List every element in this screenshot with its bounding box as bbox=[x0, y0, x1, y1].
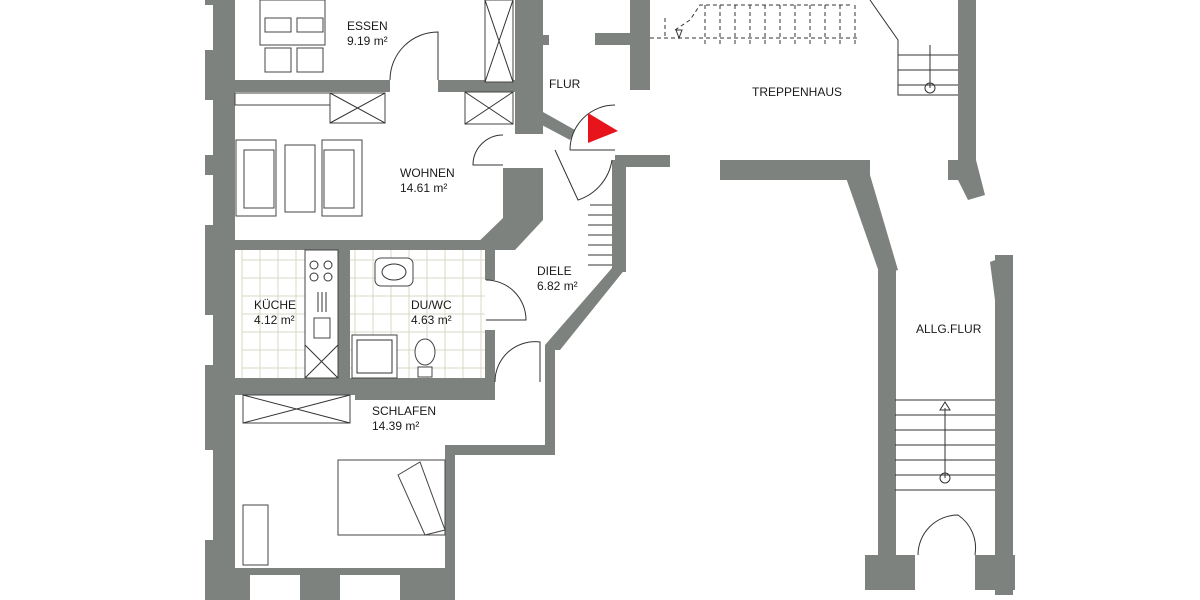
label-allgflur: ALLG.FLUR bbox=[916, 322, 982, 336]
wall-diele-bottom bbox=[450, 445, 555, 455]
label-duwc: DU/WC bbox=[411, 298, 452, 312]
label-flur: FLUR bbox=[549, 77, 581, 91]
doors bbox=[389, 31, 977, 556]
label-diele: DIELE bbox=[537, 264, 572, 278]
sofa-right bbox=[321, 139, 363, 217]
area-kueche: 4.12 m² bbox=[254, 313, 295, 327]
kitchen-counter bbox=[304, 249, 339, 379]
shower bbox=[351, 334, 398, 379]
window-left-3 bbox=[205, 175, 213, 225]
label-schlafen: SCHLAFEN bbox=[372, 404, 436, 418]
wall-treppenhaus-bottom bbox=[720, 160, 870, 180]
wall-flur-diagonal bbox=[540, 112, 575, 140]
wall-allgflur-right bbox=[995, 255, 1013, 595]
area-wohnen: 14.61 m² bbox=[400, 181, 447, 195]
wall-flur-top bbox=[595, 33, 645, 45]
area-diele: 6.82 m² bbox=[537, 279, 578, 293]
window-bottom-2 bbox=[340, 575, 400, 600]
shelf-wohnen bbox=[234, 92, 331, 106]
exterior-wall-bottom bbox=[205, 568, 455, 600]
wall-allgflur-left bbox=[878, 270, 896, 570]
label-treppenhaus: TREPPENHAUS bbox=[752, 85, 842, 99]
window-left-1 bbox=[205, 5, 213, 50]
label-kueche: KÜCHE bbox=[254, 298, 296, 312]
entrance-marker-icon bbox=[588, 113, 618, 143]
sofa-left bbox=[235, 139, 277, 217]
dining-table bbox=[259, 0, 326, 73]
stairs-diele bbox=[588, 204, 612, 266]
wall-wohnen-bottom bbox=[235, 240, 500, 250]
stairs-allgflur bbox=[895, 399, 995, 491]
wall-diele-diagonal bbox=[545, 268, 626, 350]
wall-wohnen-diagonal bbox=[470, 168, 543, 250]
wall-essen-right bbox=[515, 0, 543, 92]
wall-bath-right-lower bbox=[485, 330, 495, 390]
wall-diele-right bbox=[612, 160, 626, 272]
window-left-4 bbox=[205, 315, 213, 365]
washbasin bbox=[374, 257, 414, 287]
wall-bath-right-upper bbox=[485, 250, 495, 280]
wardrobe-essen bbox=[484, 0, 514, 83]
room-labels: ESSEN 9.19 m² FLUR TREPPENHAUS WOHNEN 14… bbox=[254, 19, 982, 433]
wall-allgflur-right-top bbox=[990, 255, 1013, 300]
wall-wohnen-right-upper bbox=[515, 92, 543, 134]
wall-bath-left bbox=[338, 250, 350, 395]
label-essen: ESSEN bbox=[347, 19, 388, 33]
area-duwc: 4.63 m² bbox=[411, 313, 452, 327]
cabinet-flur bbox=[464, 91, 514, 125]
wall-treppenhaus-corner bbox=[948, 160, 985, 200]
wardrobe-schlafen bbox=[242, 394, 351, 424]
wall-essen-bottom-left bbox=[235, 80, 390, 92]
wall-allgflur-bottom-left bbox=[865, 555, 915, 590]
wall-allgflur-left-diagonal bbox=[845, 175, 898, 275]
area-schlafen: 14.39 m² bbox=[372, 419, 419, 433]
stairs-treppenhaus bbox=[650, 0, 958, 96]
window-left-5 bbox=[205, 450, 213, 540]
wall-flur-top-stub bbox=[543, 35, 549, 45]
label-wohnen: WOHNEN bbox=[400, 166, 455, 180]
bed bbox=[242, 459, 446, 566]
sideboard-wohnen bbox=[329, 92, 386, 124]
wall-entrance-right bbox=[615, 155, 670, 167]
wall-schlafen-right bbox=[445, 445, 455, 595]
window-left-2 bbox=[205, 100, 213, 155]
toilet bbox=[414, 338, 436, 378]
area-essen: 9.19 m² bbox=[347, 34, 388, 48]
wall-diele-right-lower bbox=[545, 345, 555, 455]
wall-treppenhaus-right bbox=[958, 0, 976, 165]
walls bbox=[205, 0, 1015, 600]
wall-allgflur-bottom-right bbox=[975, 555, 1015, 590]
coffee-table bbox=[284, 144, 316, 213]
window-bottom-1 bbox=[250, 575, 300, 600]
wall-schlafen-top-right bbox=[355, 390, 495, 400]
